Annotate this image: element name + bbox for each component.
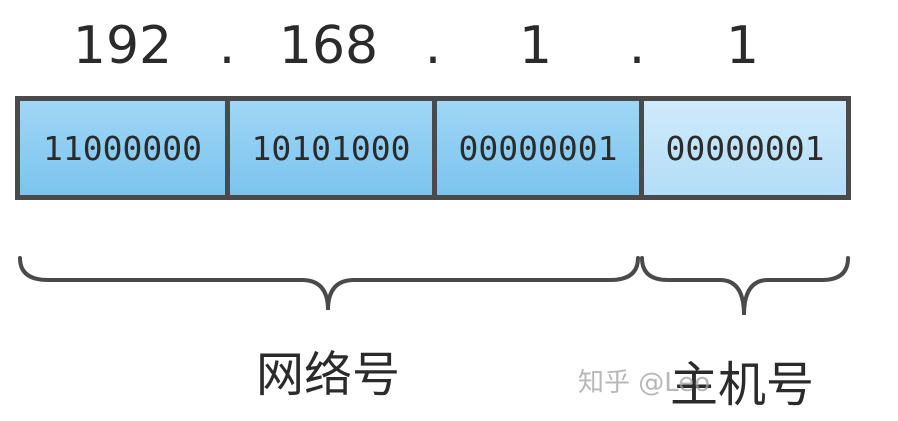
network-brace [18, 256, 640, 311]
binary-octet-1: 11000000 [15, 96, 230, 200]
decimal-octet-4: 1 [725, 16, 760, 76]
network-label: 网络号 [255, 347, 400, 403]
dot-separator-2: . [424, 16, 442, 76]
braces-graphic [18, 256, 850, 316]
binary-octet-3: 00000001 [432, 96, 644, 200]
host-label: 主机号 [669, 357, 814, 413]
host-brace [640, 256, 850, 316]
binary-octet-2: 10101000 [225, 96, 437, 200]
decimal-octet-3: 1 [518, 16, 553, 76]
binary-octet-4: 00000001 [639, 96, 851, 200]
dot-separator-1: . [218, 16, 236, 76]
watermark-text: 知乎 @Leo [578, 368, 711, 398]
decimal-octet-2: 168 [278, 16, 379, 76]
dot-separator-3: . [628, 16, 646, 76]
decimal-octet-1: 192 [72, 16, 173, 76]
